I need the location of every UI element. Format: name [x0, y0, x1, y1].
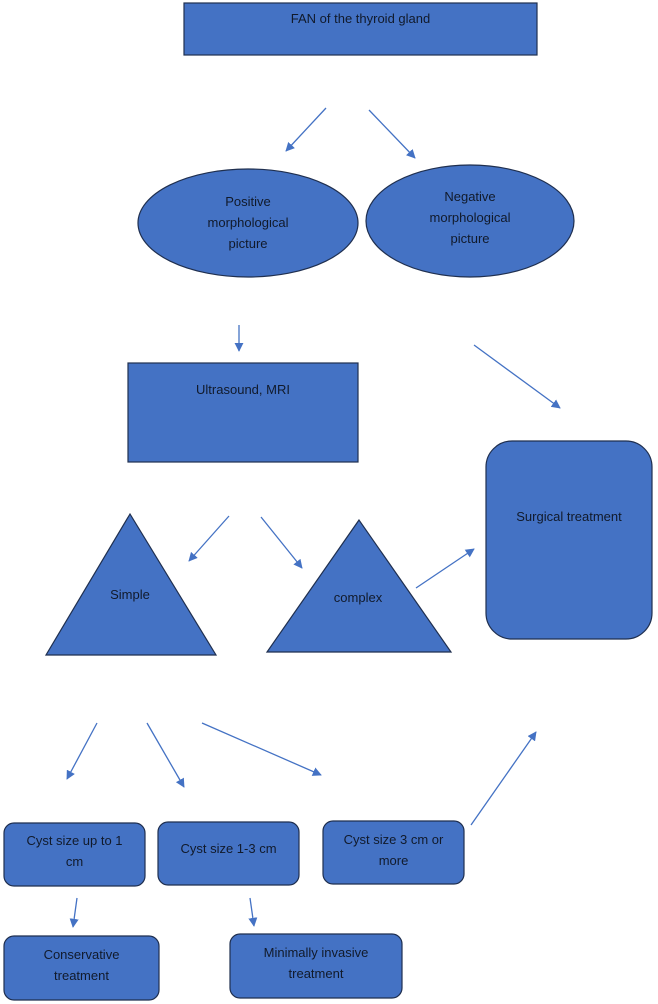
imaging-text: Ultrasound, MRI [196, 382, 290, 397]
cyst-mid-text: Cyst size 1-3 cm [180, 841, 277, 856]
arrow-cyst-mid-to-minimally-invasive [248, 897, 258, 927]
cyst-small-line-2: cm [65, 854, 84, 869]
positive-line-2: morphological [207, 215, 289, 230]
node-cyst-mid-box [157, 821, 300, 886]
negative-line-1: Negative [444, 189, 496, 204]
cyst-large-line-1: Cyst size 3 cm or [343, 832, 444, 847]
arrow-imaging-to-complex [260, 516, 303, 569]
node-fan-label: FAN of the thyroid gland [184, 8, 537, 29]
node-negative-ellipse [365, 164, 575, 278]
node-positive-label: Positive morphological picture [160, 191, 336, 254]
simple-text: Simple [110, 587, 150, 602]
node-minimally-invasive-box [229, 933, 403, 999]
arrow-fan-to-negative [368, 109, 416, 159]
node-cyst-small-box [3, 822, 146, 887]
surgical-text: Surgical treatment [516, 509, 622, 524]
node-minimally-invasive-label: Minimally invasive treatment [230, 942, 402, 984]
node-surgical-box [485, 440, 653, 640]
node-conservative-label: Conservative treatment [4, 944, 159, 986]
node-cyst-mid-label: Cyst size 1-3 cm [158, 838, 299, 859]
positive-line-3: picture [228, 236, 268, 251]
node-cyst-small-label: Cyst size up to 1 cm [4, 830, 145, 872]
arrow-simple-to-cyst-mid [146, 722, 185, 788]
node-imaging-box [127, 362, 359, 463]
node-positive-ellipse [137, 168, 359, 278]
minimally-invasive-line-1: Minimally invasive [263, 945, 369, 960]
negative-line-2: morphological [429, 210, 511, 225]
node-imaging-label: Ultrasound, MRI [128, 379, 358, 400]
node-conservative-box [3, 935, 160, 1001]
node-negative-label: Negative morphological picture [382, 186, 558, 249]
arrow-negative-to-surgical [473, 344, 561, 409]
node-surgical-label: Surgical treatment [486, 506, 652, 527]
negative-line-3: picture [450, 231, 490, 246]
arrow-fan-to-positive [285, 107, 327, 152]
minimally-invasive-line-2: treatment [288, 966, 344, 981]
cyst-large-line-2: more [378, 853, 409, 868]
positive-line-1: Positive [225, 194, 271, 209]
node-cyst-large-box [322, 820, 465, 885]
node-simple-label: Simple [80, 584, 180, 605]
conservative-line-2: treatment [54, 968, 109, 983]
node-complex-triangle [265, 518, 453, 653]
fan-text: FAN of the thyroid gland [290, 11, 431, 26]
complex-text: complex [333, 590, 383, 605]
arrow-cyst-large-to-surgical [470, 731, 537, 826]
cyst-small-line-1: Cyst size up to 1 [26, 833, 123, 848]
node-simple-triangle [44, 512, 218, 656]
conservative-line-1: Conservative [43, 947, 120, 962]
arrow-simple-to-cyst-small [66, 722, 98, 780]
arrow-imaging-to-simple [188, 515, 230, 562]
node-fan-box [183, 2, 538, 56]
arrow-complex-to-surgical [415, 548, 475, 589]
node-complex-label: complex [308, 587, 408, 608]
arrow-cyst-small-to-conservative [69, 897, 79, 928]
node-cyst-large-label: Cyst size 3 cm or more [323, 829, 464, 871]
arrow-simple-to-cyst-large [201, 722, 322, 776]
